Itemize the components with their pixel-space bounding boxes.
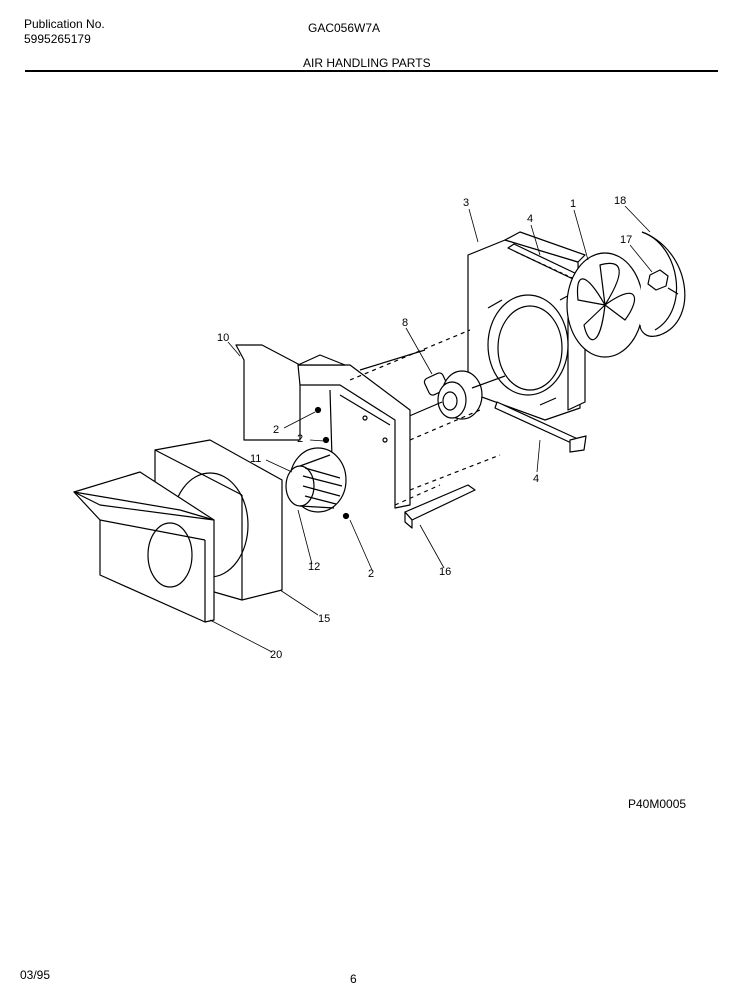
- page-number: 6: [350, 972, 357, 986]
- screws-drawing: [314, 406, 388, 520]
- callout-12: 12: [308, 561, 320, 573]
- leader-lines: [209, 205, 653, 653]
- front-panel-drawing: [73, 471, 215, 623]
- callout-15: 15: [318, 613, 330, 625]
- support-bracket-drawing: [404, 484, 476, 529]
- callout-8: 8: [402, 317, 408, 329]
- callout-10: 10: [217, 332, 229, 344]
- callout-18: 18: [614, 195, 626, 207]
- fan-blade-drawing: [566, 252, 644, 358]
- publication-number: 5995265179: [24, 32, 91, 46]
- callout-2-lower: 2: [368, 568, 374, 580]
- footer-date: 03/95: [20, 968, 51, 982]
- blower-housing-drawing: [235, 344, 441, 509]
- motor-drawing: [399, 370, 506, 421]
- callout-11: 11: [250, 453, 261, 465]
- model-number: GAC056W7A: [308, 21, 381, 35]
- callout-1: 1: [570, 198, 576, 210]
- nut-drawing: [647, 269, 679, 295]
- callout-20: 20: [270, 649, 282, 661]
- callout-4-bottom: 4: [533, 473, 539, 485]
- callout-3: 3: [463, 197, 469, 209]
- callout-2-middle: 2: [297, 433, 303, 445]
- callout-4-top: 4: [527, 213, 533, 225]
- publication-label: Publication No.: [24, 17, 105, 31]
- section-title: AIR HANDLING PARTS: [303, 56, 431, 70]
- blower-wheel-drawing: [285, 447, 347, 513]
- callout-17: 17: [620, 234, 632, 246]
- figure-code: P40M0005: [628, 797, 687, 811]
- header-rule: [25, 70, 718, 72]
- bottom-bracket-drawing: [494, 401, 587, 453]
- callout-16: 16: [439, 566, 451, 578]
- callout-2-upper: 2: [273, 424, 279, 436]
- alignment-lines: [349, 329, 501, 491]
- fan-shroud-drawing: [467, 231, 586, 421]
